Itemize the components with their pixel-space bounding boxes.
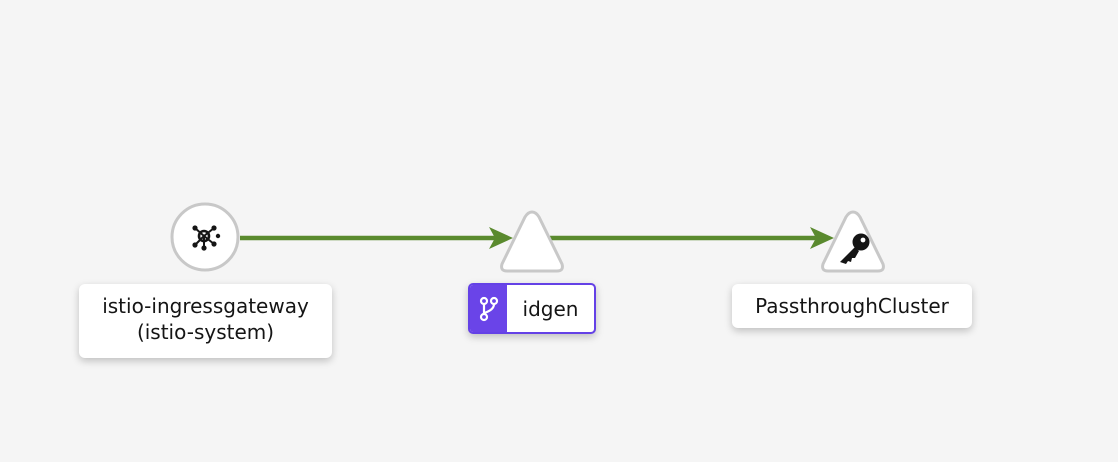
gateway-label[interactable]: istio-ingressgateway (istio-system) (79, 284, 332, 358)
app-name: idgen (522, 296, 579, 321)
gateway-namespace: (istio-system) (136, 320, 275, 344)
edge-gateway-to-app[interactable] (240, 227, 513, 249)
cluster-name: PassthroughCluster (755, 294, 949, 318)
app-label[interactable]: idgen (468, 283, 596, 334)
edge-app-to-cluster[interactable] (550, 227, 834, 249)
gateway-name: istio-ingressgateway (102, 294, 309, 318)
app-badge (470, 285, 507, 332)
branch-icon (479, 296, 498, 321)
cluster-label[interactable]: PassthroughCluster (732, 284, 972, 328)
